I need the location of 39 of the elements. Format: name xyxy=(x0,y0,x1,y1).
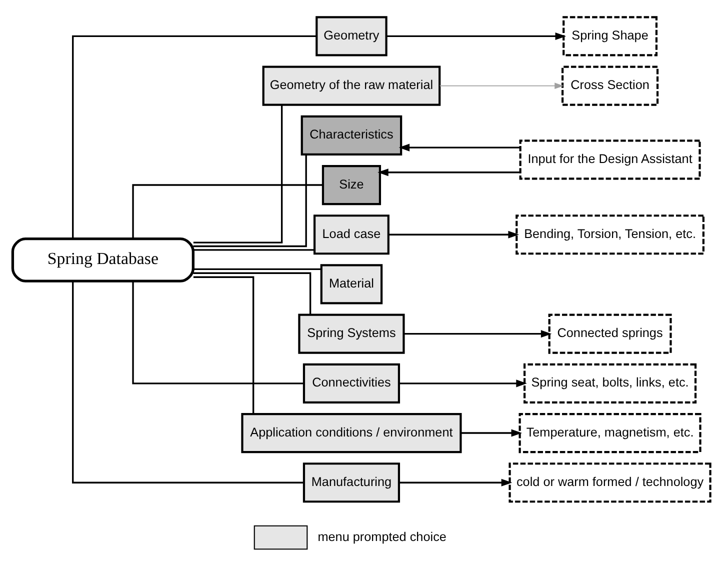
node-box: Temperature, magnetism, etc. xyxy=(518,412,702,453)
node-box: Characteristics xyxy=(300,114,402,155)
node-box: Application conditions / environment xyxy=(241,412,462,453)
node-box: Spring seat, bolts, links, etc. xyxy=(524,362,697,403)
arrow xyxy=(378,168,520,176)
node-box: Size xyxy=(322,164,382,205)
arrow xyxy=(399,478,512,486)
arrow xyxy=(386,32,566,40)
node-box: Cross Section xyxy=(562,65,659,106)
connector xyxy=(193,276,254,414)
node-box: Connectivities xyxy=(302,362,400,403)
node-box: Bending, Torsion, Tension, etc. xyxy=(516,214,704,254)
arrow xyxy=(399,379,527,387)
arrow xyxy=(404,330,552,338)
node-box: Input for the Design Assistant xyxy=(519,139,701,180)
legend-label: menu prompted choice xyxy=(318,529,446,544)
arrow xyxy=(460,428,522,436)
arrow xyxy=(439,82,564,88)
node-box: Geometry of the raw material xyxy=(262,65,441,106)
node-box: Manufacturing xyxy=(302,462,400,502)
connector xyxy=(132,184,323,238)
connector xyxy=(72,280,304,483)
node-box: Connected springs xyxy=(548,313,672,354)
connector xyxy=(193,248,314,250)
connector xyxy=(193,268,322,270)
node-box: cold or warm formed / technology xyxy=(508,462,712,502)
node-box: Geometry xyxy=(316,16,388,56)
connector xyxy=(193,104,283,243)
node-box: Spring Database xyxy=(11,237,194,282)
node-box: Material xyxy=(320,264,383,304)
arrow xyxy=(398,143,520,151)
connector xyxy=(193,154,307,247)
arrow xyxy=(388,230,519,238)
connector xyxy=(193,272,312,314)
node-box: Spring Shape xyxy=(562,16,658,56)
node-box: Spring Systems xyxy=(298,313,405,354)
connector xyxy=(132,280,304,384)
node-box: Load case xyxy=(313,214,390,254)
connector xyxy=(72,34,316,238)
